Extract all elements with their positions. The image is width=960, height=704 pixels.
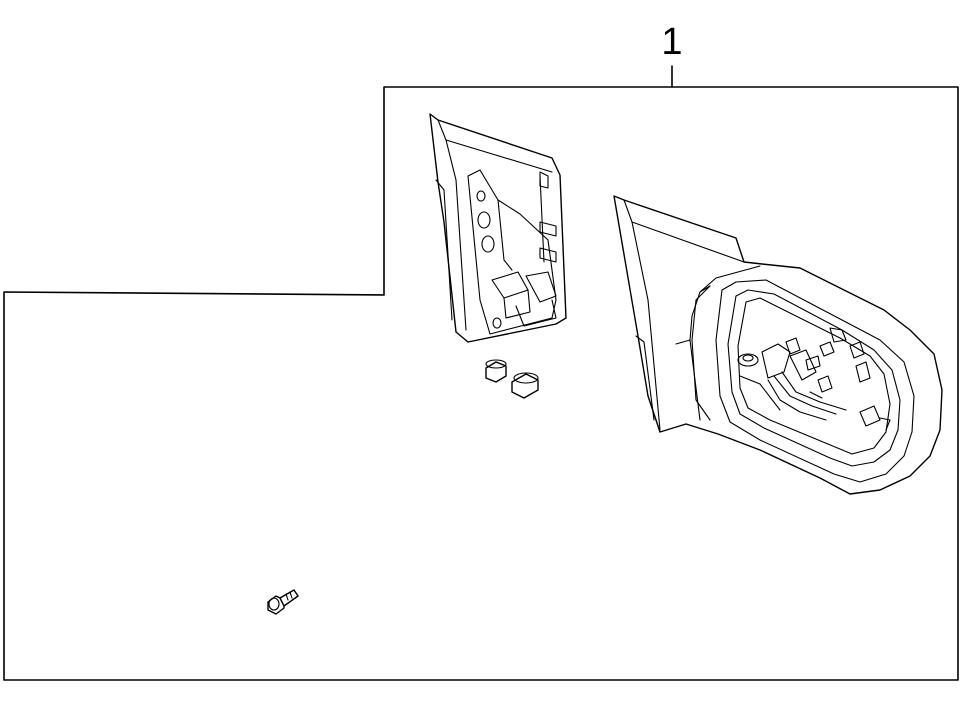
mirror-housing — [613, 195, 943, 495]
mirror-grommet — [511, 372, 539, 399]
assembly-boundary — [3, 86, 959, 681]
mirror-base-bracket — [429, 113, 567, 343]
mirror-clip — [485, 359, 507, 383]
callout-label-1: 1 — [661, 21, 682, 63]
mounting-screw — [267, 589, 299, 615]
